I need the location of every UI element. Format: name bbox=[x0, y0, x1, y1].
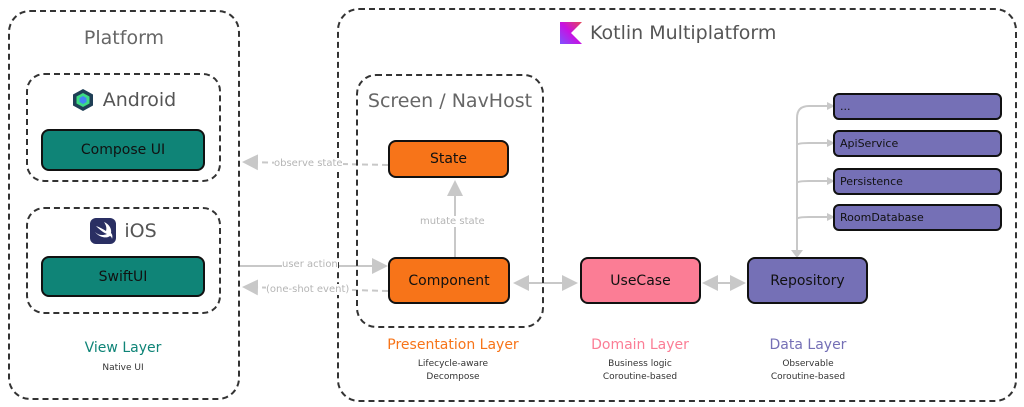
android-group bbox=[26, 73, 221, 182]
platform-title: Platform bbox=[83, 27, 165, 49]
data-layer-title: Data Layer bbox=[769, 337, 847, 353]
data-layer-sub1: Observable bbox=[782, 359, 834, 369]
android-title: Android bbox=[102, 89, 177, 111]
one-shot-event-label: (one-shot event) bbox=[266, 284, 350, 295]
kmp-header: Kotlin Multiplatform bbox=[560, 22, 776, 44]
domain-layer-sub2: Coroutine-based bbox=[602, 372, 678, 382]
ios-header: iOS bbox=[26, 218, 221, 244]
source-persistence[interactable]: Persistence bbox=[833, 168, 1002, 195]
user-action-label: user action bbox=[282, 259, 338, 270]
kmp-container bbox=[337, 8, 1017, 402]
kmp-title: Kotlin Multiplatform bbox=[590, 22, 777, 44]
usecase-box[interactable]: UseCase bbox=[580, 257, 701, 304]
presentation-layer-sub1: Lifecycle-aware bbox=[417, 359, 489, 369]
repository-box[interactable]: Repository bbox=[747, 257, 868, 304]
domain-layer-sub1: Business logic bbox=[608, 359, 672, 369]
repository-arrowhead bbox=[791, 250, 803, 258]
source-apiservice[interactable]: ApiService bbox=[833, 130, 1002, 157]
source-ellipsis[interactable]: ... bbox=[833, 93, 1002, 120]
component-box[interactable]: Component bbox=[388, 257, 510, 304]
data-layer-sub2: Coroutine-based bbox=[770, 372, 846, 382]
platform-container bbox=[8, 10, 240, 400]
compose-ui-box[interactable]: Compose UI bbox=[41, 129, 205, 171]
presentation-layer-title: Presentation Layer bbox=[387, 337, 519, 353]
source-roomdatabase[interactable]: RoomDatabase bbox=[833, 204, 1002, 231]
screen-navhost-group bbox=[356, 74, 544, 328]
presentation-layer-sub2: Decompose bbox=[426, 372, 480, 382]
ios-title: iOS bbox=[124, 220, 157, 242]
kotlin-logo-icon bbox=[560, 22, 582, 44]
repository-sources-tree bbox=[796, 105, 830, 254]
ios-group bbox=[26, 207, 221, 314]
view-layer-title: View Layer bbox=[84, 340, 162, 356]
state-box[interactable]: State bbox=[388, 140, 509, 178]
mutate-state-label: mutate state bbox=[420, 216, 485, 227]
domain-layer-title: Domain Layer bbox=[591, 337, 689, 353]
screen-navhost-title: Screen / NavHost bbox=[367, 90, 533, 112]
swift-logo-icon bbox=[90, 218, 117, 244]
android-header: Android bbox=[26, 88, 221, 112]
swiftui-box[interactable]: SwiftUI bbox=[41, 256, 205, 297]
android-logo-icon bbox=[72, 89, 93, 111]
observe-state-label: observe state bbox=[274, 158, 343, 169]
view-layer-sub: Native UI bbox=[102, 363, 144, 373]
